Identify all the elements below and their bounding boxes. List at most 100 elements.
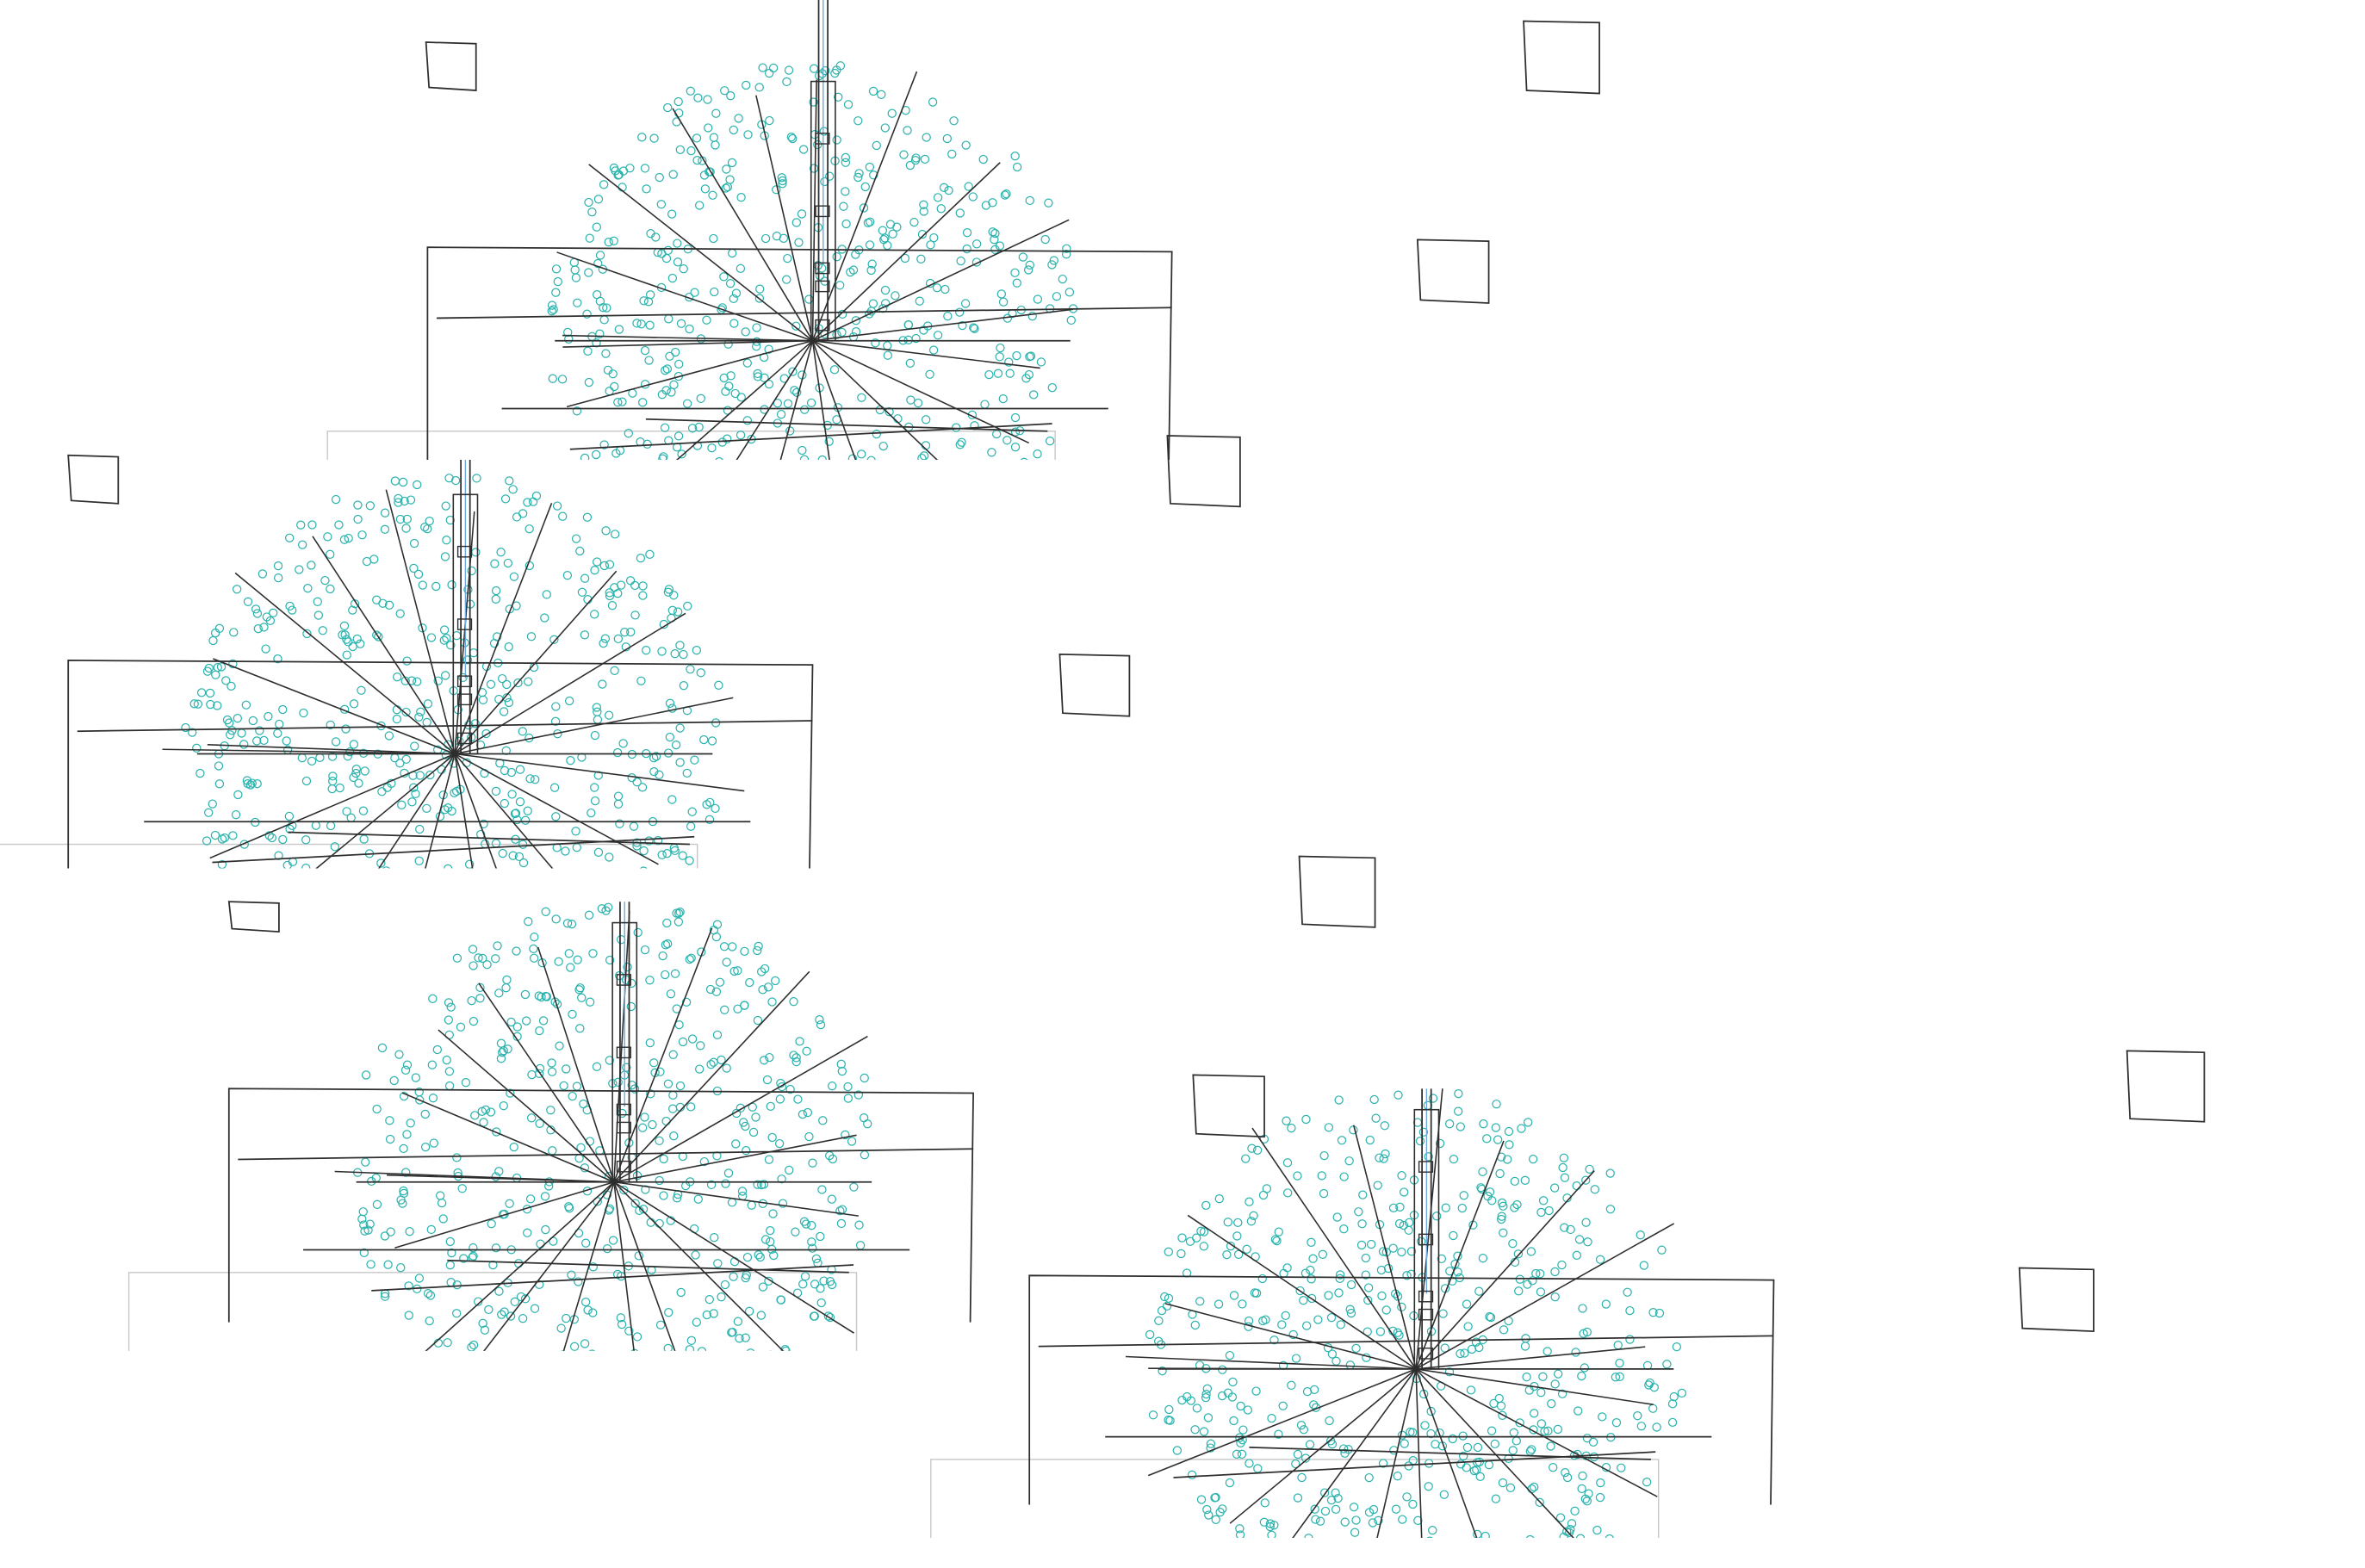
dot (509, 572, 519, 581)
dot (694, 1396, 702, 1404)
ray (1352, 1125, 1417, 1370)
dot (725, 279, 736, 288)
dot (518, 509, 528, 518)
dot (636, 554, 646, 563)
dot (765, 115, 774, 126)
dot (503, 558, 513, 568)
dot (358, 806, 369, 815)
dot (193, 699, 203, 709)
dot (760, 1235, 771, 1244)
ray (209, 753, 456, 859)
dot (506, 919, 514, 927)
dot (1218, 1365, 1227, 1374)
ray (1415, 1368, 1574, 1538)
dot (551, 264, 562, 274)
dot (610, 666, 619, 675)
dot (651, 1366, 659, 1373)
dot (536, 1384, 543, 1391)
dot (740, 510, 748, 518)
dot (763, 982, 773, 992)
dot (459, 1254, 469, 1263)
dot (568, 1091, 577, 1101)
dot (330, 842, 340, 852)
dot (605, 387, 614, 396)
dot (843, 100, 854, 109)
ray (394, 1181, 615, 1249)
dot (667, 795, 677, 804)
dot (307, 561, 316, 570)
dot (644, 356, 654, 365)
dot (1538, 1196, 1549, 1205)
dot (705, 797, 715, 808)
dot (359, 951, 367, 959)
dot (552, 501, 562, 511)
dot (1222, 1249, 1232, 1260)
ray (401, 1092, 615, 1183)
dot (769, 1250, 779, 1261)
dot (526, 632, 537, 641)
dot (1012, 278, 1021, 288)
dot (605, 560, 615, 569)
dot (670, 649, 680, 659)
dot (228, 831, 238, 840)
dot (760, 1363, 768, 1371)
dot (467, 566, 476, 576)
ray (1164, 1303, 1417, 1370)
dot (642, 184, 651, 194)
dot (1393, 1328, 1402, 1337)
dot (1515, 1274, 1525, 1284)
dot (1349, 1503, 1359, 1512)
dot (415, 1095, 425, 1105)
dot (431, 937, 439, 945)
dot (801, 482, 809, 490)
dot (607, 601, 618, 610)
dot (856, 449, 866, 459)
dot (1331, 1504, 1341, 1515)
dot (789, 996, 798, 1007)
dot (1245, 1197, 1254, 1206)
dot (1190, 1425, 1200, 1435)
dot (1454, 1088, 1463, 1099)
dot (472, 921, 480, 929)
dot (836, 1218, 847, 1229)
dot (506, 1088, 515, 1098)
dot (754, 1250, 763, 1260)
dot (704, 123, 713, 133)
dot (958, 320, 967, 331)
dot (372, 1104, 382, 1114)
dot (1345, 1305, 1355, 1314)
dot (500, 950, 507, 958)
dot (1203, 1413, 1214, 1422)
dot (1325, 1416, 1334, 1426)
dot (400, 917, 407, 925)
dot (657, 850, 667, 859)
dot (887, 108, 897, 118)
dot (1250, 1288, 1260, 1298)
dot (510, 1297, 519, 1306)
dot (1300, 1453, 1311, 1463)
dot (753, 372, 763, 381)
dot (1400, 1439, 1409, 1448)
dot (928, 345, 939, 355)
dot (1645, 1378, 1654, 1388)
dot (396, 1263, 406, 1273)
dot (1496, 1401, 1506, 1410)
dot (547, 1067, 557, 1076)
dot (605, 852, 614, 862)
dot (1497, 1198, 1507, 1208)
dot (1334, 1095, 1344, 1105)
dot (1279, 1268, 1288, 1279)
dot (528, 880, 536, 888)
dot (717, 1373, 725, 1380)
dot (709, 233, 718, 244)
dot (284, 908, 292, 916)
dot (832, 330, 841, 339)
dot (1495, 1168, 1505, 1179)
dot (362, 972, 369, 980)
dot (356, 900, 363, 908)
dot (736, 511, 743, 519)
dot (508, 485, 518, 494)
dot (226, 730, 235, 740)
dot (585, 997, 595, 1007)
dot (359, 1248, 369, 1258)
